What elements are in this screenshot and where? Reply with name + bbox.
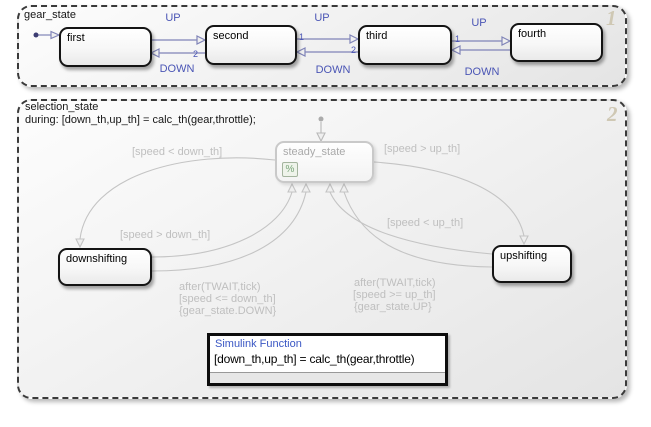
arrowhead-icon (519, 235, 529, 246)
transition-third-fourth-up[interactable] (452, 36, 512, 46)
simulink-function-box[interactable]: Simulink Function [down_th,up_th] = calc… (207, 333, 448, 386)
transition-line (343, 191, 493, 268)
simulink-function-signature: [down_th,up_th] = calc_th(gear,throttle) (214, 352, 415, 366)
arrowhead-icon (50, 30, 61, 40)
transition-upshifting-steady-action[interactable] (339, 182, 493, 268)
initial-state-dot (33, 32, 39, 38)
state-upshifting-label: upshifting (500, 250, 548, 262)
label-down-action-line2[interactable]: [speed <= down_th] (179, 293, 276, 305)
transition-first-second-up[interactable] (151, 35, 207, 45)
transition-steady-upshifting[interactable] (373, 161, 529, 246)
arrowhead-icon (301, 182, 311, 193)
arrowhead-icon (339, 182, 349, 193)
transition-downshifting-steady-cond[interactable] (151, 182, 297, 258)
state-third[interactable]: third (358, 25, 452, 65)
comment-percent-icon[interactable]: % (282, 162, 298, 177)
transition-order-third-up: 1 (455, 34, 461, 44)
simulink-function-title: Simulink Function (215, 338, 302, 350)
arrowhead-icon (450, 45, 461, 55)
arrowhead-icon (75, 238, 85, 249)
transition-line (151, 191, 293, 258)
transition-second-first-down[interactable] (149, 48, 205, 58)
arrowhead-icon (316, 132, 326, 143)
state-first-label: first (67, 32, 85, 44)
state-steady-state[interactable]: steady_state % (275, 141, 374, 183)
initial-state-dot (318, 116, 324, 122)
transition-label-down-1[interactable]: DOWN (159, 63, 195, 75)
state-steady-state-label: steady_state (283, 146, 346, 158)
arrowhead-icon (295, 47, 306, 57)
label-down-action-line3[interactable]: {gear_state.DOWN} (179, 305, 277, 317)
label-upshifting-to-steady[interactable]: [speed < up_th] (387, 217, 464, 229)
selection-state-title[interactable]: selection_state (25, 101, 99, 113)
transition-third-second-down[interactable] (295, 47, 358, 57)
label-up-action-line2[interactable]: [speed >= up_th] (353, 289, 436, 301)
transition-second-third-up[interactable] (297, 34, 360, 44)
transition-steady-downshifting[interactable] (75, 157, 276, 249)
transition-label-down-2[interactable]: DOWN (315, 64, 351, 76)
label-up-action-line1[interactable]: after(TWAIT,tick) (354, 277, 436, 289)
state-fourth-label: fourth (518, 28, 547, 40)
arrowhead-icon (149, 48, 160, 58)
state-fourth[interactable]: fourth (510, 23, 603, 62)
transition-upshifting-steady-cond[interactable] (325, 182, 493, 255)
arrowhead-icon (287, 182, 297, 193)
label-steady-to-downshifting[interactable]: [speed < down_th] (132, 146, 223, 158)
label-down-action-line1[interactable]: after(TWAIT,tick) (179, 281, 261, 293)
transition-label-up-1[interactable]: UP (165, 12, 181, 24)
label-up-action-line3[interactable]: {gear_state.UP} (354, 301, 432, 313)
selection-state-during-action[interactable]: during: [down_th,up_th] = calc_th(gear,t… (25, 114, 256, 126)
state-first[interactable]: first (59, 27, 152, 67)
default-transition-gear[interactable] (33, 30, 61, 40)
state-upshifting[interactable]: upshifting (492, 245, 572, 283)
transition-label-up-3[interactable]: UP (471, 17, 487, 29)
arrowhead-icon (501, 36, 512, 46)
gear-state-title[interactable]: gear_state (24, 9, 76, 21)
arrowhead-icon (349, 34, 360, 44)
label-downshifting-to-steady[interactable]: [speed > down_th] (120, 229, 211, 241)
state-second[interactable]: second (205, 25, 297, 65)
default-transition-selection[interactable] (316, 116, 326, 143)
state-downshifting-label: downshifting (66, 253, 128, 265)
transition-downshifting-steady-action[interactable] (151, 182, 311, 272)
transition-label-down-3[interactable]: DOWN (464, 66, 500, 78)
state-second-label: second (213, 30, 249, 42)
transition-order-second-up: 1 (299, 32, 305, 42)
transition-order-second-down: 2 (193, 49, 199, 59)
gear-state-execution-order: 1 (606, 6, 617, 30)
transition-fourth-third-down[interactable] (450, 45, 510, 55)
transition-order-third-down: 2 (351, 45, 357, 55)
selection-state-execution-order: 2 (607, 102, 618, 126)
state-third-label: third (366, 30, 388, 42)
simulink-function-footer (210, 372, 445, 383)
transition-line (79, 157, 276, 240)
transition-line (329, 191, 493, 255)
transition-label-up-2[interactable]: UP (314, 12, 330, 24)
label-steady-to-upshifting[interactable]: [speed > up_th] (384, 143, 461, 155)
state-downshifting[interactable]: downshifting (58, 248, 152, 286)
transition-line (373, 161, 525, 237)
arrowhead-icon (325, 182, 335, 193)
transition-line (151, 191, 307, 272)
arrowhead-icon (196, 35, 207, 45)
